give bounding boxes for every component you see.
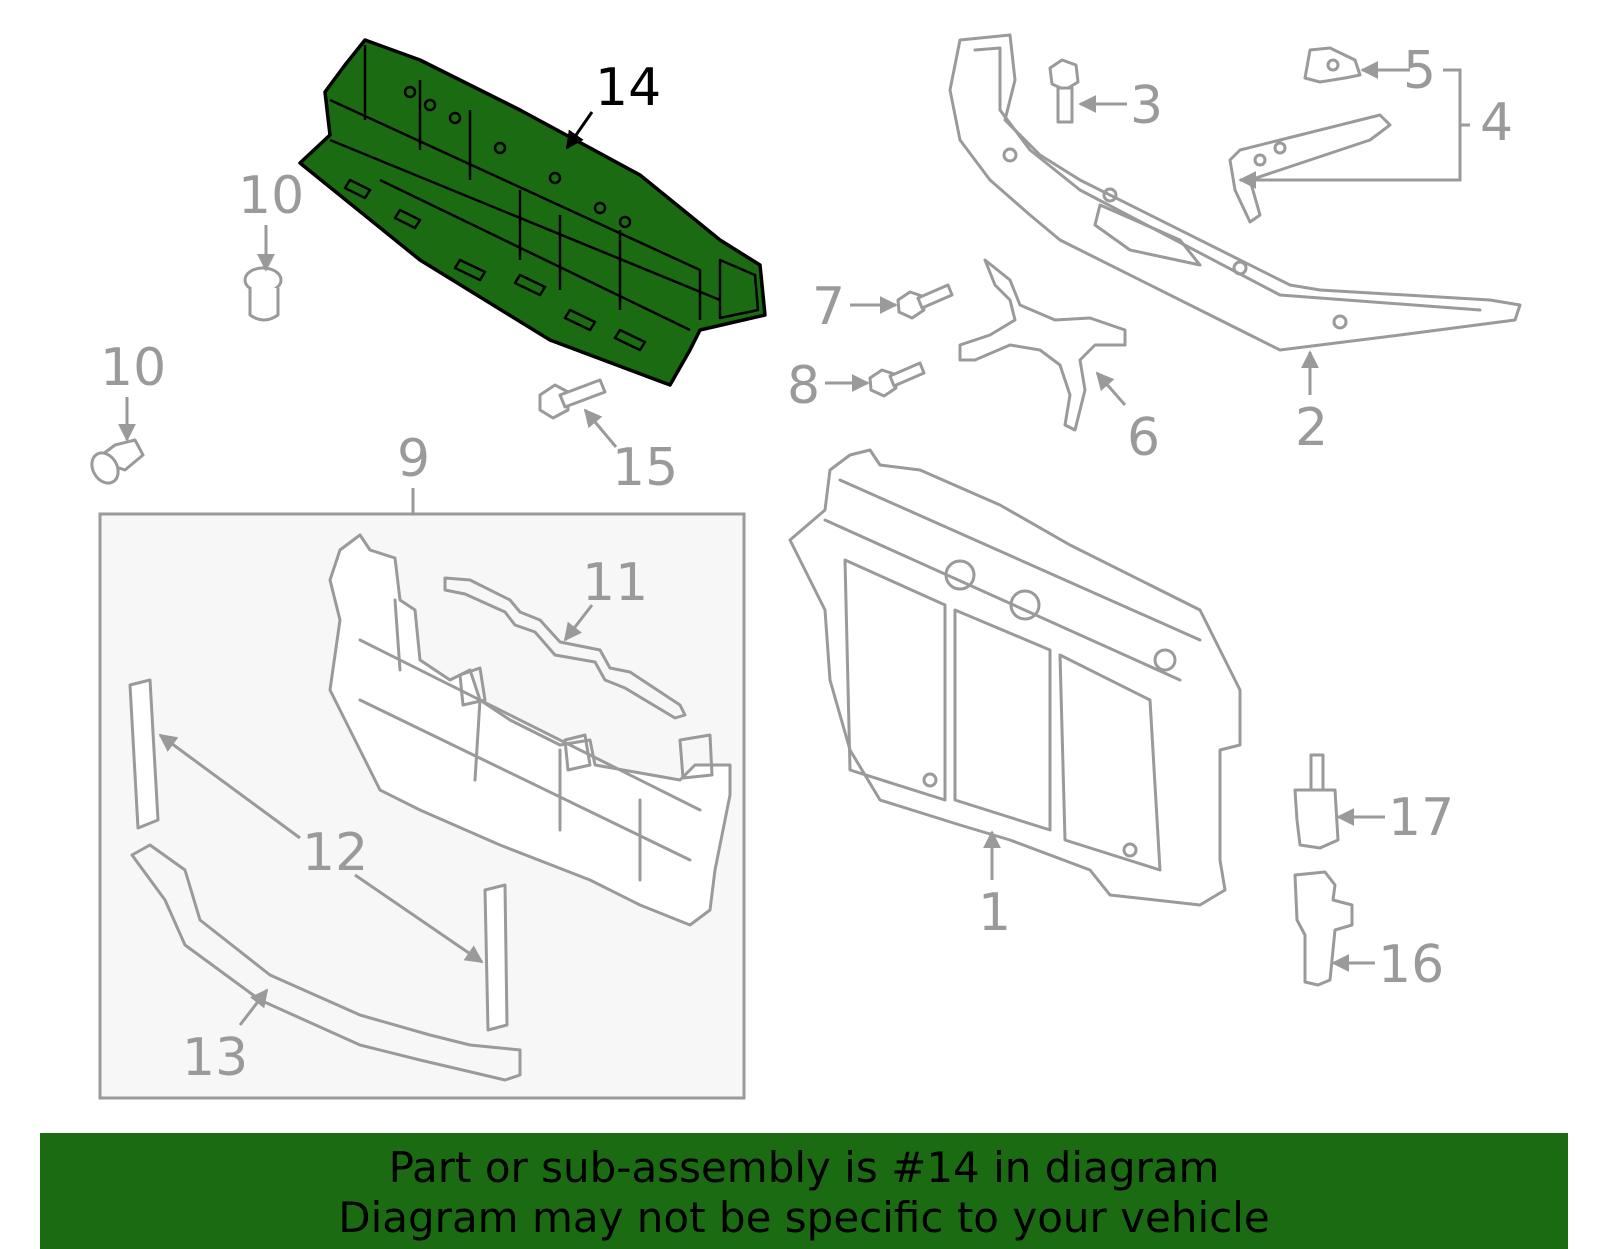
part-13-lower-strip[interactable] xyxy=(130,843,522,1082)
callout-11: 11 xyxy=(582,553,648,613)
callout-10-upper: 10 xyxy=(238,166,304,226)
callout-1: 1 xyxy=(978,883,1011,943)
part-16-bracket[interactable] xyxy=(1293,870,1354,987)
banner-line-1: Part or sub-assembly is #14 in diagram xyxy=(388,1143,1220,1192)
callout-2: 2 xyxy=(1295,398,1328,458)
callout-7: 7 xyxy=(812,277,845,337)
callout-13: 13 xyxy=(182,1028,248,1088)
part-12-seal-right[interactable] xyxy=(483,883,509,1032)
part-1-radiator-support[interactable] xyxy=(788,448,1242,907)
part-6-bracket[interactable] xyxy=(958,258,1127,432)
part-7-bolt[interactable] xyxy=(896,283,954,320)
callout-5: 5 xyxy=(1403,41,1436,101)
callout-8: 8 xyxy=(787,356,820,416)
callout-6: 6 xyxy=(1127,408,1160,468)
callout-17: 17 xyxy=(1388,788,1454,848)
callout-12: 12 xyxy=(302,823,368,883)
callout-9: 9 xyxy=(397,429,430,489)
callout-16: 16 xyxy=(1378,935,1444,995)
part-8-bolt[interactable] xyxy=(868,361,926,398)
callout-15: 15 xyxy=(612,438,678,498)
part-17-sensor[interactable] xyxy=(1293,753,1340,850)
part-10-clip-lower[interactable] xyxy=(87,438,145,488)
part-2-upper-tie-bar[interactable] xyxy=(948,33,1522,352)
callout-3: 3 xyxy=(1130,76,1163,136)
part-12-seal-left[interactable] xyxy=(128,678,160,830)
part-10-clip-upper[interactable] xyxy=(243,266,283,322)
part-11-strip[interactable] xyxy=(443,576,687,720)
part-3-bolt[interactable] xyxy=(1048,58,1080,124)
callout-10-lower: 10 xyxy=(100,338,166,398)
callout-14: 14 xyxy=(595,58,661,118)
part-4-bracket[interactable] xyxy=(1228,113,1392,224)
callout-4: 4 xyxy=(1480,93,1513,153)
part-15-bolt[interactable] xyxy=(538,378,607,420)
info-banner: Part or sub-assembly is #14 in diagram D… xyxy=(40,1133,1568,1249)
part-14-air-guide[interactable] xyxy=(298,38,767,387)
part-9-assembly[interactable] xyxy=(328,533,732,927)
leader-lines xyxy=(118,61,1470,1026)
banner-line-2: Diagram may not be specific to your vehi… xyxy=(338,1193,1270,1242)
part-5-bracket[interactable] xyxy=(1303,46,1362,84)
